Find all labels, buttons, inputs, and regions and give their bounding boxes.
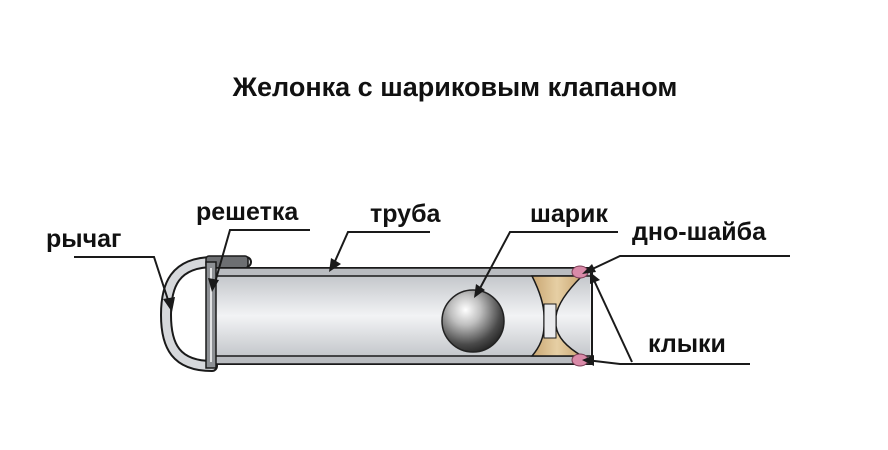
- arrowhead-lever: [163, 297, 175, 312]
- leader-grate: [213, 229, 310, 287]
- arrow-heads: [163, 258, 600, 366]
- diagram-title: Желонка с шариковым клапаном: [232, 72, 678, 102]
- label-bottom-washer: дно-шайба: [632, 218, 767, 246]
- arrowhead-fangs-top: [590, 272, 600, 284]
- arrowhead-grate: [208, 278, 219, 292]
- arrowhead-fangs-bottom: [582, 355, 594, 366]
- label-fangs: клыки: [648, 330, 726, 358]
- leader-pipe: [331, 231, 430, 269]
- leader-washer: [585, 255, 790, 273]
- arrowhead-pipe: [329, 258, 341, 272]
- leader-fangs-diagonal: [591, 275, 633, 363]
- leader-ball: [477, 231, 618, 293]
- arrowhead-ball: [474, 284, 485, 298]
- pipe: [211, 267, 593, 365]
- arrowhead-washer: [582, 264, 596, 274]
- ball: [441, 289, 505, 353]
- label-ball: шарик: [530, 200, 608, 228]
- leader-fangs-bottom: [585, 359, 750, 365]
- label-lever: рычаг: [46, 225, 121, 253]
- leader-lever: [74, 256, 171, 307]
- grate: [205, 261, 217, 369]
- label-pipe: труба: [370, 200, 442, 228]
- leader-lines: [74, 229, 790, 365]
- label-grate: решетка: [196, 198, 299, 226]
